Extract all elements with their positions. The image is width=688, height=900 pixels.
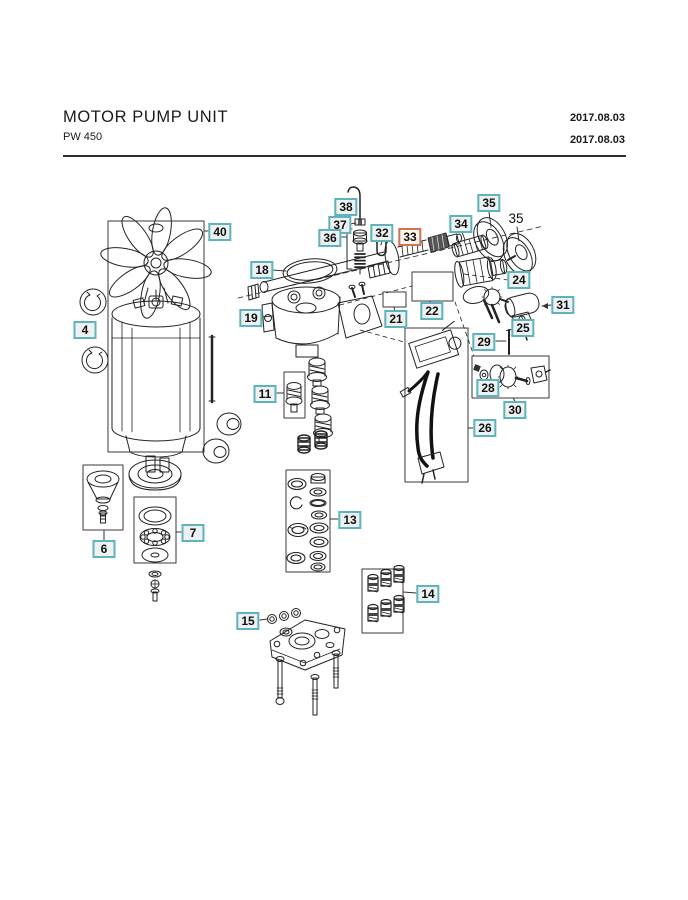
circlip-drawings <box>79 288 109 374</box>
callout-7[interactable]: 7 <box>181 524 205 542</box>
coupler-drawing <box>451 234 489 258</box>
callout-31[interactable]: 31 <box>551 296 575 314</box>
callout-34[interactable]: 34 <box>449 215 473 233</box>
callout-26[interactable]: 26 <box>473 419 497 437</box>
callout-25[interactable]: 25 <box>511 319 535 337</box>
callout-40[interactable]: 40 <box>208 223 232 241</box>
plunger-drawings <box>285 357 333 443</box>
title-block: MOTOR PUMP UNIT PW 450 <box>63 108 228 143</box>
revision-dates: 2017.08.03 2017.08.03 <box>570 112 625 156</box>
bushing-drawings <box>202 412 242 464</box>
valve-cap-drawings <box>297 430 328 454</box>
callout-19[interactable]: 19 <box>239 309 263 327</box>
callout-14[interactable]: 14 <box>416 585 440 603</box>
header-divider <box>63 155 626 157</box>
part-group-boxes <box>82 220 550 634</box>
fan-impeller-drawing <box>100 207 212 319</box>
callout-6[interactable]: 6 <box>92 540 116 558</box>
manifold-drawing <box>267 608 346 716</box>
disc-washer-drawings <box>473 217 537 276</box>
switch-wiring-drawing <box>399 320 462 484</box>
callout-18[interactable]: 18 <box>250 261 274 279</box>
callout-4[interactable]: 4 <box>73 321 97 339</box>
pump-head-drawing <box>261 281 383 358</box>
seal-kit-drawing <box>286 472 329 572</box>
page-title: MOTOR PUMP UNIT <box>63 108 229 126</box>
date-top: 2017.08.03 <box>569 112 625 124</box>
breather-valve-stack-drawing <box>346 186 368 275</box>
callout-24[interactable]: 24 <box>507 271 531 289</box>
callout-33-highlighted[interactable]: 33 <box>398 228 422 246</box>
key-pin-drawings <box>482 298 512 355</box>
callout-29[interactable]: 29 <box>472 333 496 351</box>
callout-38[interactable]: 38 <box>334 198 358 216</box>
pump-shaft-drawing <box>237 225 545 301</box>
model-number: PW 450 <box>63 131 103 143</box>
callout-35[interactable]: 35 <box>477 194 501 212</box>
bearing-housing-drawing <box>128 459 182 491</box>
bearing-cone-kit-drawing <box>86 470 120 524</box>
callout-15[interactable]: 15 <box>236 612 260 630</box>
leader-lines <box>103 211 552 621</box>
construction-lines <box>339 273 509 357</box>
u-clip-drawing <box>376 241 387 257</box>
callout-11[interactable]: 11 <box>253 385 277 403</box>
valve-kit-drawing <box>367 564 405 623</box>
callout-35-plain: 35 <box>508 211 524 227</box>
callout-32[interactable]: 32 <box>370 224 394 242</box>
callout-13[interactable]: 13 <box>338 511 362 529</box>
rod-drawing <box>208 334 216 404</box>
callout-21[interactable]: 21 <box>384 310 408 328</box>
callout-30[interactable]: 30 <box>503 401 527 419</box>
thermal-switch-kit-drawing <box>473 364 551 390</box>
callout-22[interactable]: 22 <box>420 302 444 320</box>
date-bottom: 2017.08.03 <box>569 134 625 146</box>
motor-drawing <box>111 295 201 473</box>
bearing-kit-drawing <box>138 506 172 602</box>
callout-28[interactable]: 28 <box>476 379 500 397</box>
callout-36[interactable]: 36 <box>318 229 342 247</box>
